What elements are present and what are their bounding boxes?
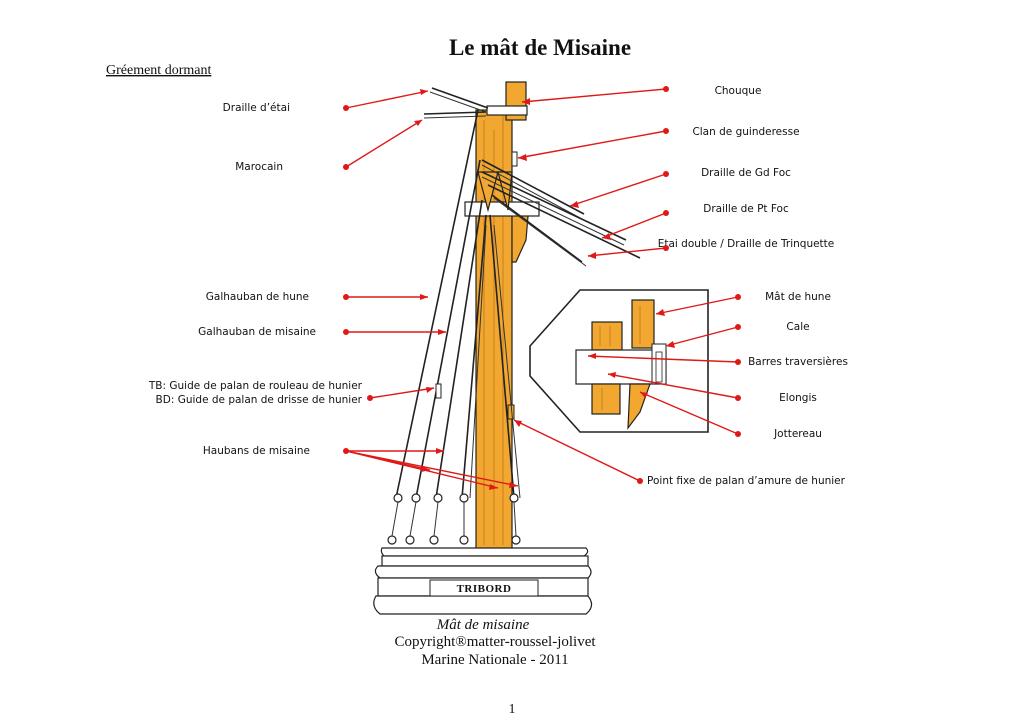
label-draille-etai: Draille d’étai bbox=[223, 102, 290, 114]
label-barres: Barres traversières bbox=[748, 356, 848, 368]
label-draille-pt-foc: Draille de Pt Foc bbox=[703, 203, 789, 215]
masthead-bolster bbox=[477, 171, 499, 213]
label-elongis: Elongis bbox=[779, 392, 817, 404]
label-jottereau: Jottereau bbox=[773, 428, 822, 440]
caption-title: Mât de misaine bbox=[436, 617, 530, 633]
label-guide-bd: BD: Guide de palan de drisse de hunier bbox=[156, 394, 363, 406]
label-etai-double: Etai double / Draille de Trinquette bbox=[658, 238, 835, 250]
label-cale: Cale bbox=[786, 321, 809, 333]
mast-illustration: TRIBORD bbox=[373, 81, 641, 615]
left-annotations: Draille d’étai Marocain Galhauban de hun… bbox=[148, 89, 519, 490]
inset-topmast bbox=[631, 299, 655, 349]
label-mat-hune: Mât de hune bbox=[765, 291, 831, 303]
tribord-plaque: TRIBORD bbox=[457, 583, 512, 595]
chouque-block bbox=[486, 105, 528, 116]
right-annotations: Chouque Clan de guinderesse Draille de G… bbox=[513, 85, 848, 487]
label-marocain: Marocain bbox=[235, 161, 283, 173]
label-haubans-misaine: Haubans de misaine bbox=[203, 445, 310, 457]
deadeyes bbox=[387, 493, 521, 545]
label-draille-gd-foc: Draille de Gd Foc bbox=[701, 167, 791, 179]
inset-masthead bbox=[591, 321, 623, 351]
page-subtitle: Gréement dormant bbox=[106, 63, 211, 78]
label-point-fixe: Point fixe de palan d’amure de hunier bbox=[647, 475, 846, 487]
page-number: 1 bbox=[509, 702, 516, 717]
label-guide-tb: TB: Guide de palan de rouleau de hunier bbox=[148, 380, 363, 392]
label-galhauban-misaine: Galhauban de misaine bbox=[198, 326, 316, 338]
label-clan: Clan de guinderesse bbox=[692, 126, 799, 138]
inset-trestle bbox=[591, 383, 621, 415]
deck-base bbox=[373, 547, 593, 615]
label-galhauban-hune: Galhauban de hune bbox=[206, 291, 309, 303]
caption-copyright: Copyright®matter-roussel-jolivet bbox=[394, 634, 596, 650]
caption-organization: Marine Nationale - 2011 bbox=[421, 652, 568, 668]
clan-block bbox=[511, 151, 518, 167]
label-chouque: Chouque bbox=[715, 85, 762, 97]
page-title: Le mât de Misaine bbox=[449, 35, 631, 60]
detail-inset bbox=[529, 289, 709, 433]
